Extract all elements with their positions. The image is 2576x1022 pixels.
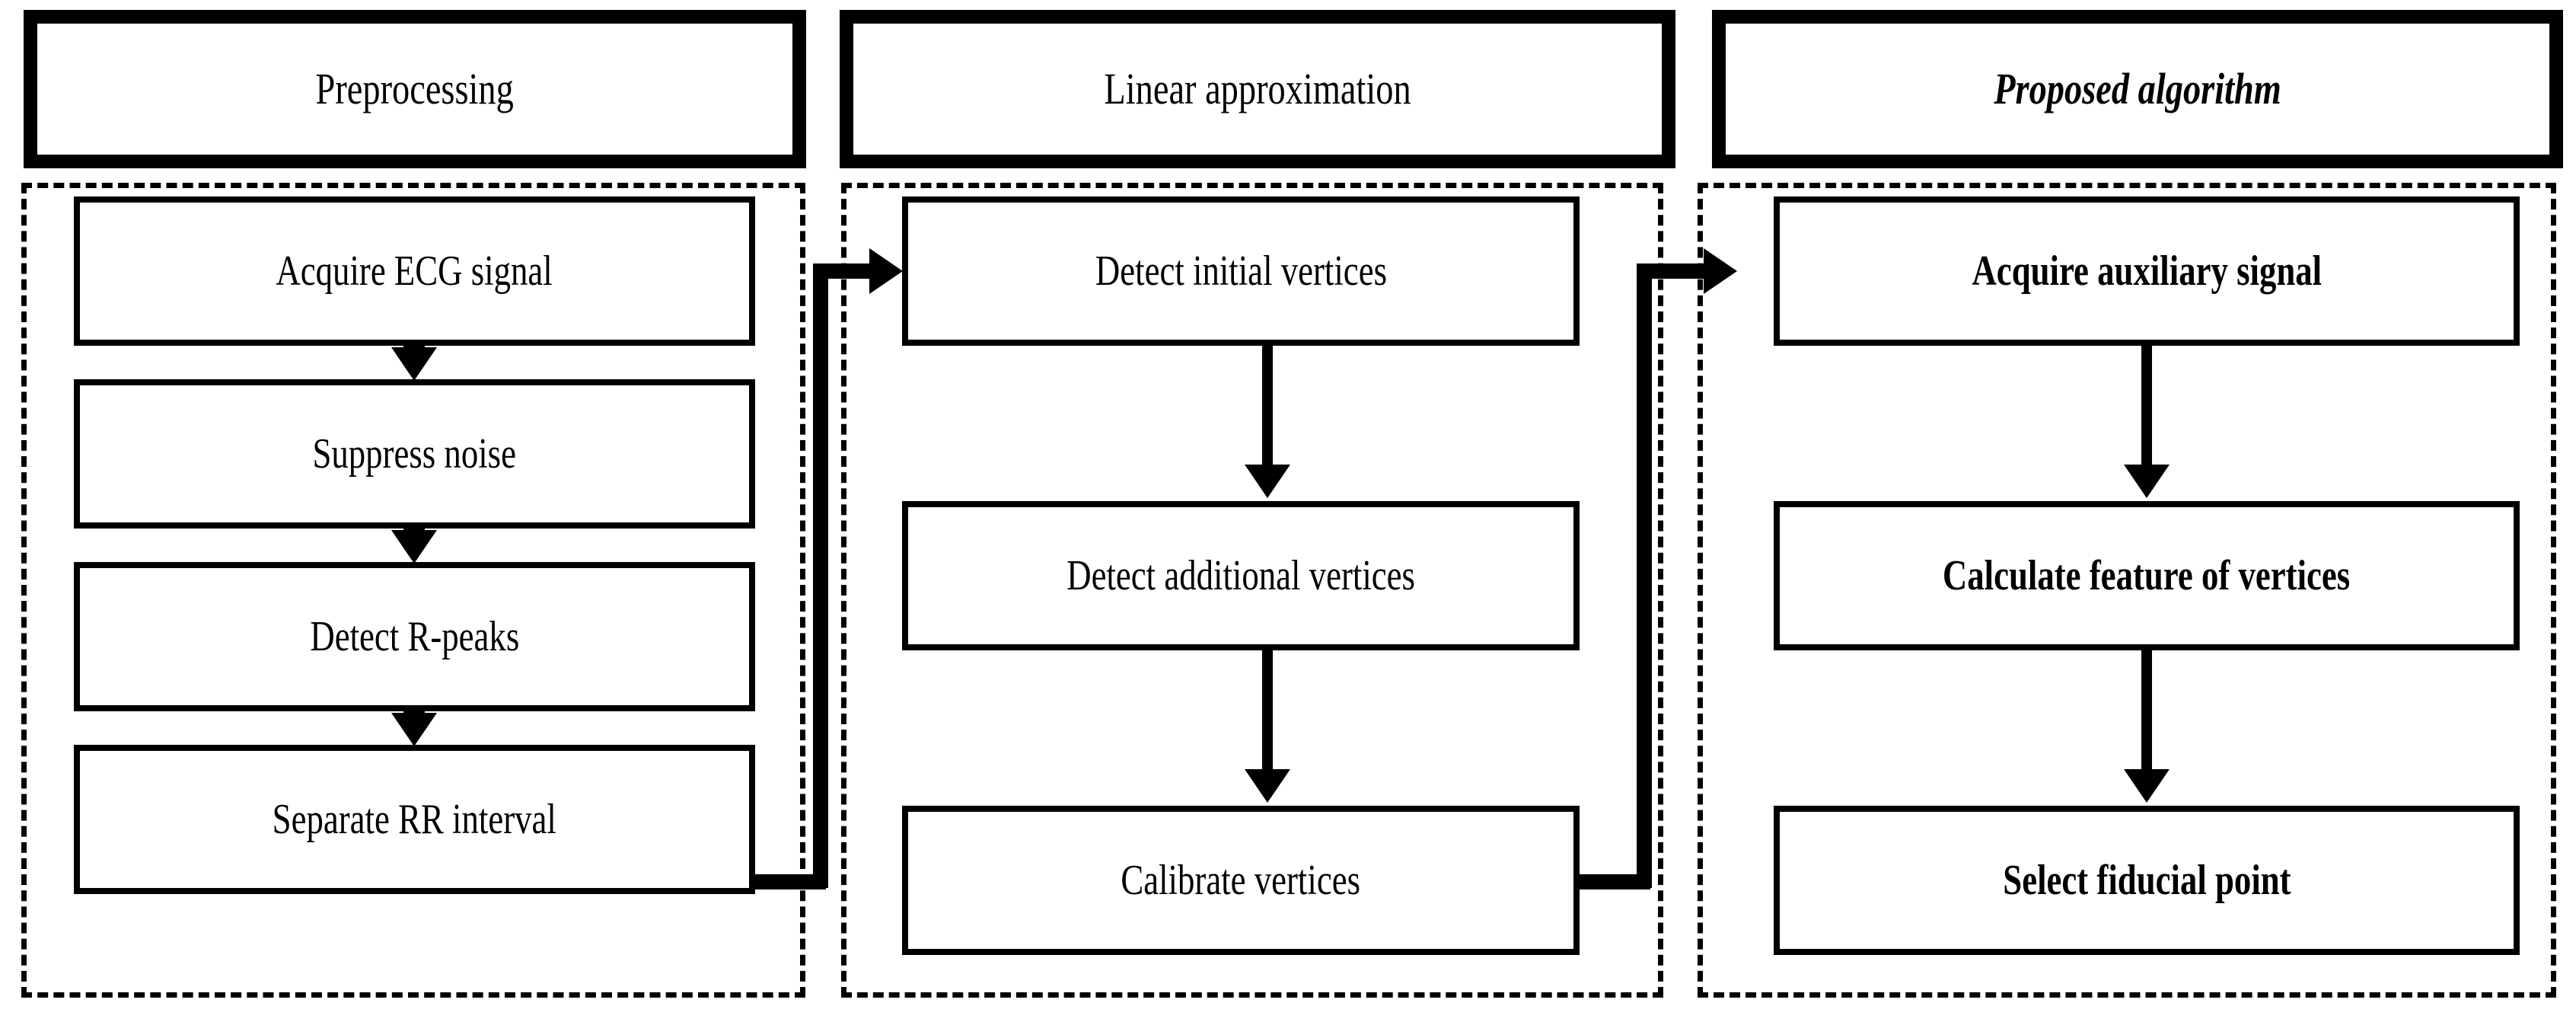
elbow-v-calibrate-to-acquire-auxiliary xyxy=(1637,270,1652,888)
stage-container-preprocessing xyxy=(21,183,805,998)
arrow-shaft-detect-initial-to-additional xyxy=(1262,346,1273,468)
stage-container-linear-approximation xyxy=(841,183,1663,998)
process-box-calibrate-vertices: Calibrate vertices xyxy=(902,806,1580,955)
arrow-head-suppress-to-detect-r-peaks xyxy=(391,530,437,564)
stage-header-linear-approximation: Linear approximation xyxy=(840,10,1675,168)
process-box-label: Calculate feature of vertices xyxy=(1943,552,2351,599)
process-box-acquire-ecg-signal: Acquire ECG signal xyxy=(74,196,755,346)
process-box-label: Calibrate vertices xyxy=(1121,857,1361,904)
elbow-v-separate-rr-to-detect-initial xyxy=(813,270,828,888)
arrow-head-detect-initial-to-additional xyxy=(1245,465,1290,498)
stage-header-proposed-algorithm: Proposed algorithm xyxy=(1712,10,2563,168)
process-box-label: Acquire auxiliary signal xyxy=(1972,248,2322,295)
process-box-label: Acquire ECG signal xyxy=(276,248,553,295)
elbow-h-calibrate-vertices-exit xyxy=(1574,874,1650,889)
arrow-shaft-additional-to-calibrate xyxy=(1262,650,1273,772)
process-box-select-fiducial-point: Select fiducial point xyxy=(1774,806,2520,955)
arrow-head-acquire-to-suppress xyxy=(391,347,437,381)
process-box-label: Detect initial vertices xyxy=(1095,248,1387,295)
arrow-head-additional-to-calibrate xyxy=(1245,769,1290,803)
stage-header-preprocessing: Preprocessing xyxy=(24,10,806,168)
arrow-head-detect-r-peaks-to-separate-rr xyxy=(391,713,437,746)
arrow-shaft-auxiliary-to-calculate-feature xyxy=(2141,346,2152,468)
arrow-shaft-calculate-feature-to-select-fiducial xyxy=(2141,650,2152,772)
process-box-label: Separate RR interval xyxy=(272,796,557,843)
elbow-h-enter-detect-initial xyxy=(813,263,882,279)
process-box-detect-additional-vertices: Detect additional vertices xyxy=(902,501,1580,650)
process-box-calculate-feature-of-vertices: Calculate feature of vertices xyxy=(1774,501,2520,650)
elbow-h-enter-acquire-auxiliary xyxy=(1637,263,1713,279)
process-box-label: Suppress noise xyxy=(312,430,517,477)
process-box-suppress-noise: Suppress noise xyxy=(74,379,755,529)
stage-header-label: Linear approximation xyxy=(1104,64,1411,113)
stage-container-proposed-algorithm xyxy=(1698,183,2556,998)
process-box-acquire-auxiliary-signal: Acquire auxiliary signal xyxy=(1774,196,2520,346)
arrow-head-auxiliary-to-calculate-feature xyxy=(2124,465,2170,498)
process-box-detect-r-peaks: Detect R-peaks xyxy=(74,562,755,711)
process-box-label: Select fiducial point xyxy=(2002,857,2291,904)
process-box-label: Detect additional vertices xyxy=(1066,552,1415,599)
process-box-detect-initial-vertices: Detect initial vertices xyxy=(902,196,1580,346)
elbow-h-separate-rr-exit xyxy=(750,874,826,889)
process-box-separate-rr-interval: Separate RR interval xyxy=(74,745,755,894)
process-box-label: Detect R-peaks xyxy=(310,613,519,660)
stage-header-label: Preprocessing xyxy=(315,64,515,113)
arrow-head-enter-acquire-auxiliary xyxy=(1704,248,1737,294)
stage-header-label: Proposed algorithm xyxy=(1994,64,2281,113)
arrow-head-enter-detect-initial xyxy=(869,248,903,294)
arrow-head-calculate-feature-to-select-fiducial xyxy=(2124,769,2170,803)
